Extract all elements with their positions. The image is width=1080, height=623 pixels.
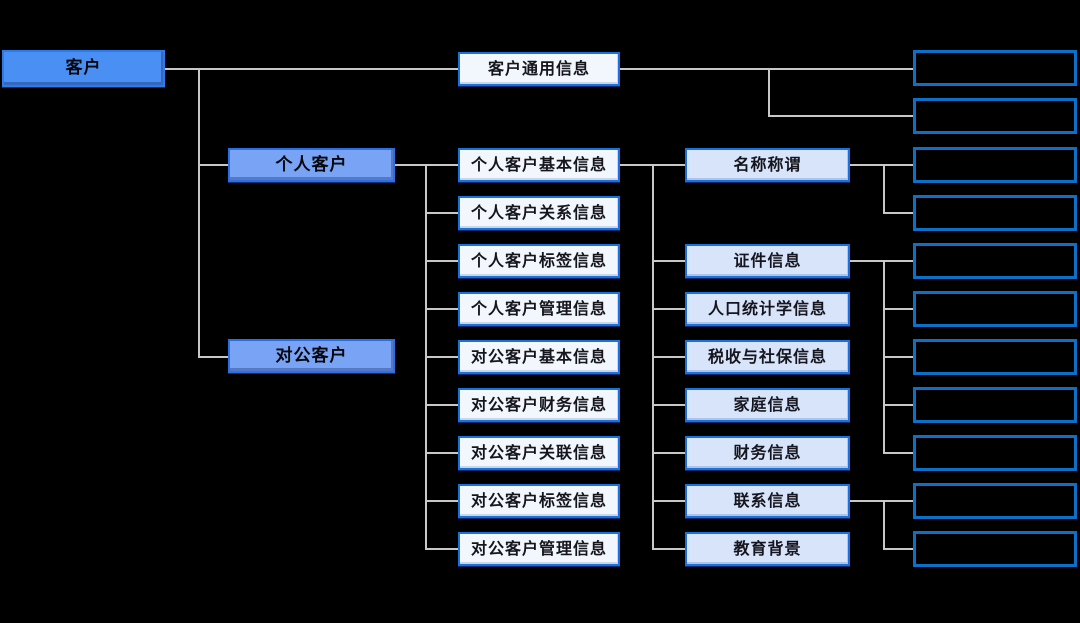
- connector-line: [883, 212, 913, 214]
- connector-line: [652, 356, 685, 358]
- connector-line: [652, 500, 685, 502]
- connector-line: [883, 308, 913, 310]
- node-personal-customer: 个人客户: [228, 148, 395, 182]
- connector-line: [620, 68, 913, 70]
- connector-line: [425, 260, 458, 262]
- node-customer-general-info: 客户通用信息: [458, 52, 620, 86]
- connector-line: [768, 68, 770, 117]
- placeholder-box: [913, 98, 1077, 134]
- node-personal-relation-info: 个人客户关系信息: [458, 196, 620, 230]
- connector-line: [652, 548, 685, 550]
- connector-line: [425, 164, 458, 166]
- connector-line: [425, 500, 458, 502]
- placeholder-box: [913, 50, 1077, 86]
- connector-line: [198, 68, 200, 358]
- placeholder-box: [913, 531, 1077, 567]
- connector-line: [425, 212, 458, 214]
- connector-line: [883, 548, 913, 550]
- node-financial-info: 财务信息: [685, 436, 850, 470]
- connector-line: [425, 356, 458, 358]
- connector-line: [883, 452, 913, 454]
- node-personal-basic-info: 个人客户基本信息: [458, 148, 620, 182]
- node-corporate-customer: 对公客户: [228, 339, 395, 373]
- node-contact-info: 联系信息: [685, 484, 850, 518]
- node-demographic-info: 人口统计学信息: [685, 292, 850, 326]
- node-personal-tag-info: 个人客户标签信息: [458, 244, 620, 278]
- connector-line: [395, 164, 425, 166]
- placeholder-box: [913, 483, 1077, 519]
- node-corporate-mgmt-info: 对公客户管理信息: [458, 532, 620, 566]
- connector-line: [425, 404, 458, 406]
- connector-line: [425, 452, 458, 454]
- connector-line: [652, 404, 685, 406]
- connector-line: [883, 356, 913, 358]
- node-corporate-basic-info: 对公客户基本信息: [458, 340, 620, 374]
- connector-line: [850, 164, 913, 166]
- connector-line: [768, 115, 913, 117]
- node-education-background: 教育背景: [685, 532, 850, 566]
- connector-line: [850, 500, 913, 502]
- placeholder-box: [913, 387, 1077, 423]
- connector-line: [883, 500, 885, 550]
- node-corporate-relation-info: 对公客户关联信息: [458, 436, 620, 470]
- connector-line: [199, 356, 228, 358]
- placeholder-box: [913, 195, 1077, 231]
- connector-line: [652, 260, 685, 262]
- node-corporate-finance-info: 对公客户财务信息: [458, 388, 620, 422]
- connector-line: [850, 260, 913, 262]
- node-customer: 客户: [2, 50, 165, 87]
- node-tax-social-security-info: 税收与社保信息: [685, 340, 850, 374]
- connector-line: [652, 308, 685, 310]
- node-corporate-tag-info: 对公客户标签信息: [458, 484, 620, 518]
- connector-line: [883, 404, 913, 406]
- placeholder-box: [913, 243, 1077, 279]
- node-personal-mgmt-info: 个人客户管理信息: [458, 292, 620, 326]
- connector-line: [883, 164, 885, 214]
- connector-line: [165, 68, 458, 70]
- placeholder-box: [913, 147, 1077, 183]
- placeholder-box: [913, 339, 1077, 375]
- placeholder-box: [913, 435, 1077, 471]
- placeholder-box: [913, 291, 1077, 327]
- node-name-title: 名称称谓: [685, 148, 850, 182]
- node-family-info: 家庭信息: [685, 388, 850, 422]
- connector-line: [652, 452, 685, 454]
- connector-line: [199, 164, 228, 166]
- connector-line: [425, 548, 458, 550]
- connector-line: [425, 308, 458, 310]
- node-id-document-info: 证件信息: [685, 244, 850, 278]
